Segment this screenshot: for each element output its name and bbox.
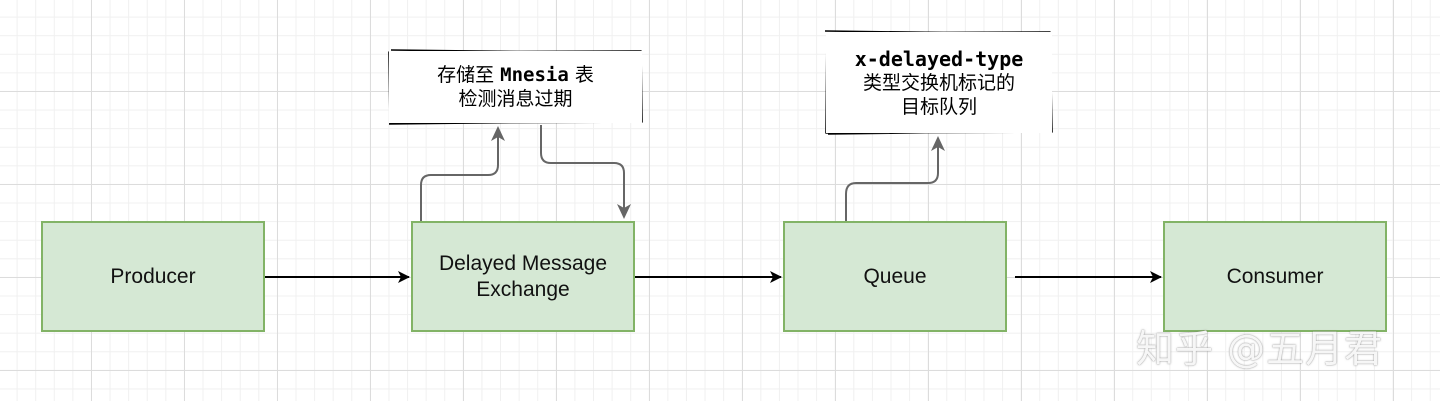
connector-queue-to-target-note	[845, 146, 939, 221]
consumer-label: Consumer	[1226, 264, 1324, 288]
target-note-line2: 类型交换机标记的	[862, 71, 1015, 94]
producer-node: Producer	[41, 221, 265, 332]
target-note-line3: 目标队列	[900, 95, 977, 118]
connector-exchange-to-storage-note-head	[491, 126, 505, 141]
target-note: x-delayed-type 类型交换机标记的 目标队列	[826, 32, 1052, 133]
storage-note-suffix: 表	[568, 64, 594, 86]
queue-label: Queue	[863, 264, 927, 288]
connector-storage-note-to-exchange	[540, 125, 625, 208]
target-note-line1: x-delayed-type	[854, 46, 1024, 71]
storage-note-line1: 存储至 Mnesia 表	[437, 63, 594, 87]
consumer-node: Consumer	[1163, 221, 1387, 332]
delayed-exchange-label: Delayed Message Exchange	[438, 251, 608, 301]
storage-note-mnesia: Mnesia	[500, 64, 569, 86]
connector-queue-to-target-note-head	[931, 136, 945, 151]
storage-note-line2: 检测消息过期	[458, 88, 573, 110]
delayed-exchange-node: Delayed Message Exchange	[411, 221, 635, 332]
storage-note-prefix: 存储至	[437, 64, 501, 86]
watermark: 知乎 @五月君	[1136, 327, 1384, 371]
producer-label: Producer	[110, 264, 196, 288]
queue-node: Queue	[783, 221, 1007, 332]
storage-note: 存储至 Mnesia 表 检测消息过期	[389, 51, 642, 123]
connector-storage-note-to-exchange-head	[617, 204, 631, 219]
connector-exchange-to-storage-note	[420, 136, 499, 221]
